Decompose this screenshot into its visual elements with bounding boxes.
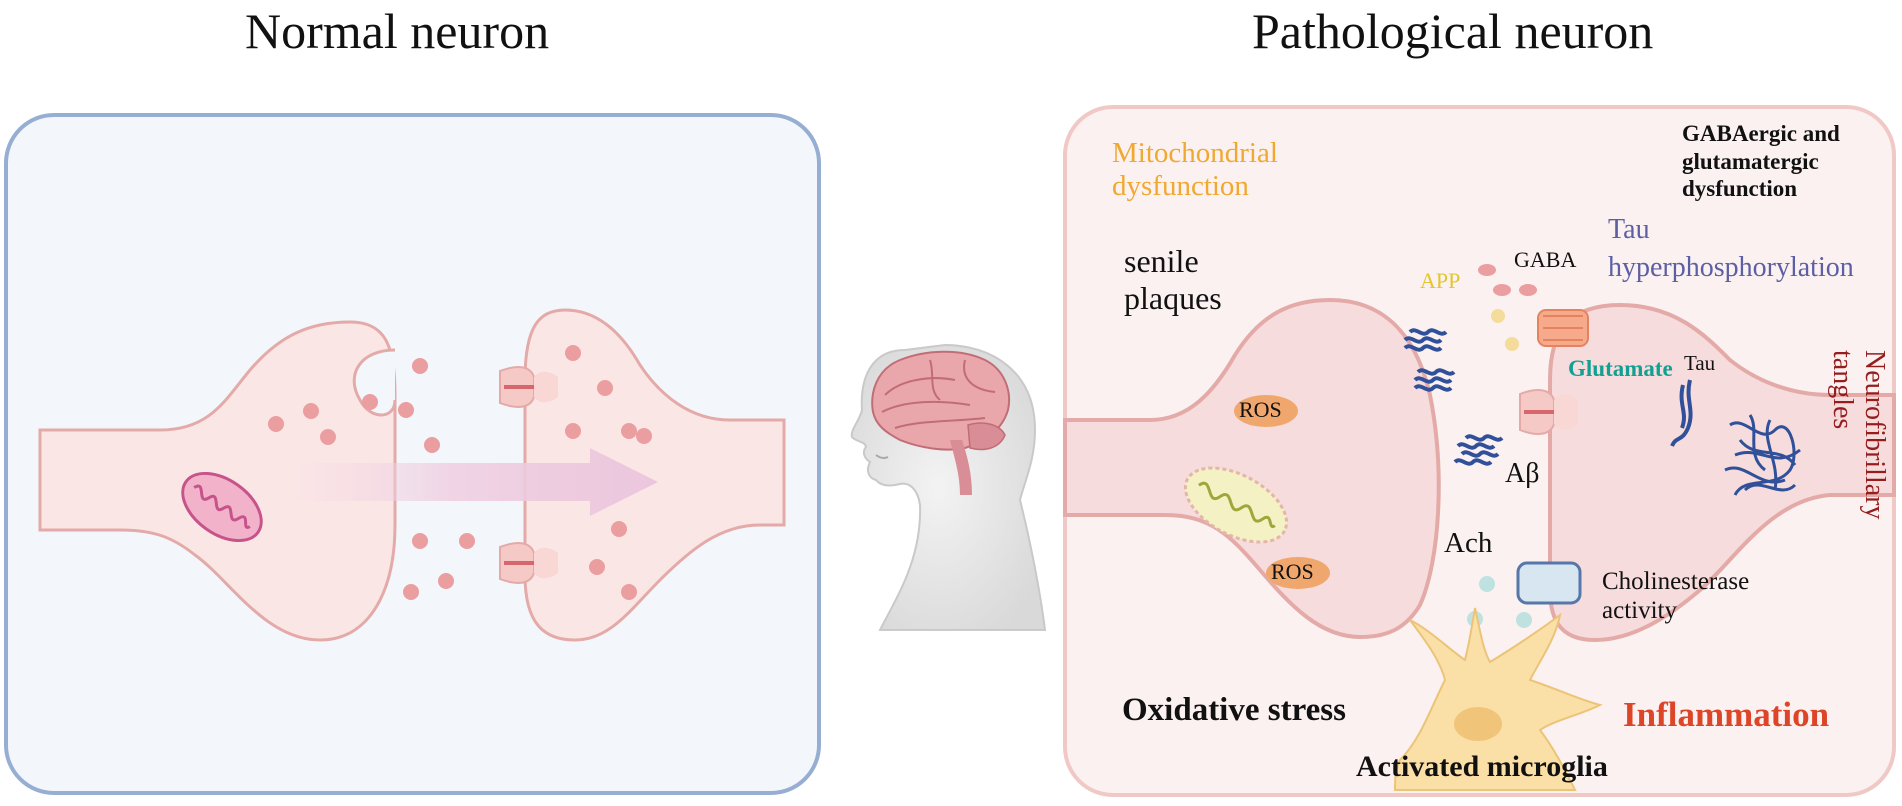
ros-blob: [1234, 395, 1298, 427]
glutamate-label: Glutamate: [1568, 356, 1673, 381]
microglia-icon: [1393, 607, 1603, 791]
cholinesterase-enzyme-icon: [1516, 561, 1582, 605]
vesicles: [268, 345, 652, 600]
ros-blob: [1266, 557, 1330, 589]
normal-neuron-title: Normal neuron: [245, 3, 550, 59]
ros-label: ROS: [1271, 559, 1314, 584]
tau-tangle-icon: [1724, 414, 1801, 496]
tau-hyperphosphorylation-label: Tau hyperphosphorylation: [1608, 214, 1854, 283]
activated-microglia-label: Activated microglia: [1356, 750, 1608, 783]
oxidative-stress-label: Oxidative stress: [1122, 692, 1346, 728]
ach-label: Ach: [1444, 527, 1493, 559]
transmission-arrow: [290, 448, 658, 516]
ros-label: ROS: [1239, 397, 1282, 422]
senile-plaques-label: senile plaques: [1124, 243, 1222, 316]
amyloid-fibril-icon: [1403, 328, 1504, 466]
receptor-icon: [499, 366, 558, 408]
cholinesterase-activity-label: Cholinesterase activity: [1602, 568, 1750, 624]
gaba-label: GABA: [1514, 247, 1577, 272]
inflammation-label: Inflammation: [1623, 695, 1830, 734]
app-vesicles: [1491, 309, 1519, 351]
receptor-icon: [1519, 389, 1578, 435]
tau-label: Tau: [1684, 351, 1716, 375]
gaba-glutamatergic-dysfunction-label: GABAergic and glutamatergic dysfunction: [1682, 121, 1840, 202]
neurofibrillary-tangles-label: Neurofibrillary tangles: [1826, 350, 1890, 520]
app-label: APP: [1420, 268, 1461, 293]
mitochondrial-dysfunction-label: Mitochondrial dysfunction: [1112, 137, 1278, 203]
pathological-neuron-title: Pathological neuron: [1252, 3, 1654, 59]
abeta-label: Aβ: [1505, 458, 1540, 489]
path-presynaptic-terminal: [1063, 297, 1441, 640]
receptor-icon: [499, 542, 558, 584]
head-brain-icon: [850, 343, 1060, 640]
gaba-receptor-icon: [1537, 309, 1589, 347]
tau-fibril-icon: [1670, 379, 1693, 447]
gaba-vesicles: [1478, 264, 1537, 296]
